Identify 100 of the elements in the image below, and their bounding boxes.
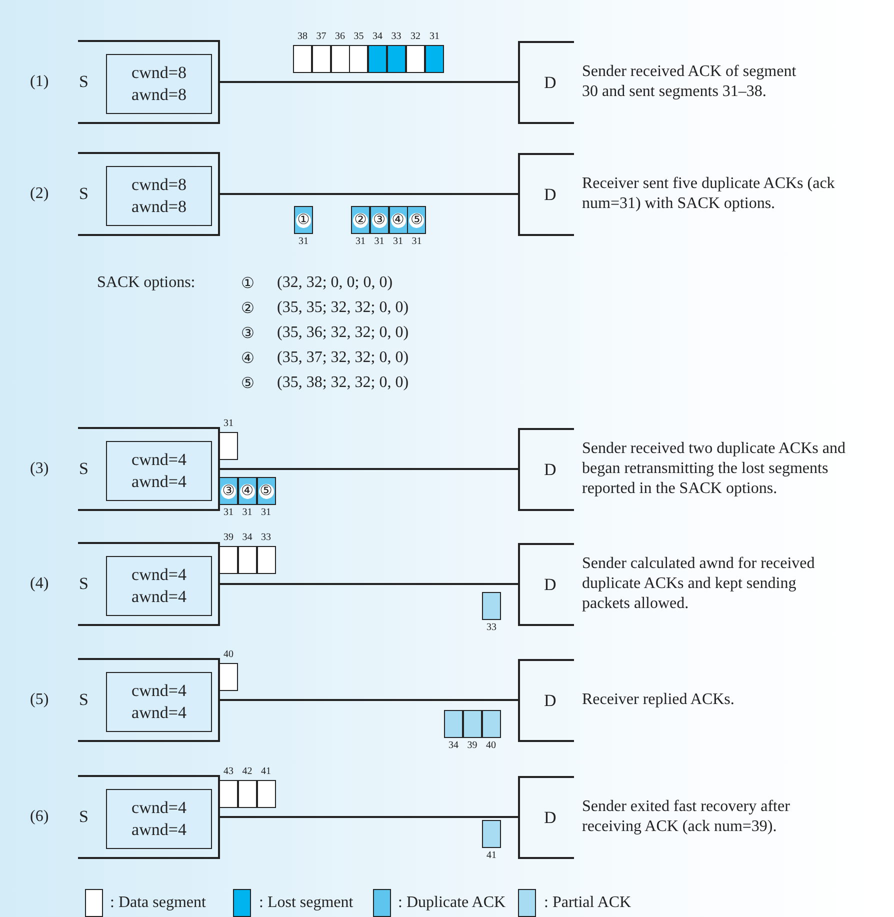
segment-number: 31 xyxy=(392,236,404,247)
segment-number: 31 xyxy=(373,236,386,247)
ack-box: ③ xyxy=(370,206,389,234)
window-value: cwnd=8 xyxy=(132,62,186,84)
option-heading: SACK options: xyxy=(97,273,196,293)
legend-label: : Duplicate ACK xyxy=(398,893,506,913)
step-description: Sender received ACK of segment 30 and sent segments 31–38. xyxy=(582,62,798,102)
sender-bracket xyxy=(78,775,220,859)
option-value: (35, 38; 32, 32; 0, 0) xyxy=(277,373,409,393)
segment-box xyxy=(349,45,368,73)
segment-number: 38 xyxy=(296,31,308,42)
receiver-bracket xyxy=(518,543,574,626)
node-letter: D xyxy=(544,460,556,480)
window-box xyxy=(106,441,212,501)
receiver-bracket xyxy=(518,41,574,124)
step-number: (4) xyxy=(30,574,49,594)
window-box xyxy=(106,556,212,616)
connection-line xyxy=(220,81,518,83)
option-value: (35, 35; 32, 32; 0, 0) xyxy=(277,298,409,318)
window-value: awnd=4 xyxy=(132,819,186,841)
ack-box: ④ xyxy=(238,477,257,505)
option-marker: ① xyxy=(241,273,254,293)
segment-number: 33 xyxy=(390,31,402,42)
node-letter: D xyxy=(544,808,556,828)
ack-box: ⑤ xyxy=(256,477,276,505)
step-number: (2) xyxy=(30,184,49,204)
segment-box xyxy=(425,45,444,73)
window-value: cwnd=8 xyxy=(132,174,186,196)
node-letter: D xyxy=(544,690,556,710)
window-value: cwnd=4 xyxy=(132,564,186,586)
segment-number: 31 xyxy=(428,31,440,42)
connection-line xyxy=(220,699,518,701)
segment-number: 31 xyxy=(298,236,310,247)
option-marker: ② xyxy=(241,298,254,318)
window-value: awnd=4 xyxy=(132,702,186,724)
segment-box xyxy=(386,45,406,73)
segment-number: 34 xyxy=(372,31,384,42)
sender-bracket xyxy=(78,427,220,511)
window-box xyxy=(106,166,212,226)
ack-box: ⑤ xyxy=(407,206,426,234)
window-box xyxy=(106,672,212,732)
segment-number: 33 xyxy=(260,532,272,543)
segment-number: 43 xyxy=(222,766,234,777)
step-description: Sender received two duplicate ACKs and began retransmitting the lost segments reported in the SACK options. xyxy=(582,439,846,499)
segment-box xyxy=(330,45,350,73)
ack-box: ② xyxy=(351,206,370,234)
receiver-bracket xyxy=(518,659,574,742)
node-letter: D xyxy=(544,184,556,204)
window-value: awnd=4 xyxy=(132,471,186,493)
segment-number: 34 xyxy=(241,532,254,543)
ack-box xyxy=(462,710,482,738)
segment-number: 42 xyxy=(241,766,254,777)
option-value: (32, 32; 0, 0; 0, 0) xyxy=(277,273,393,293)
segment-number: 35 xyxy=(352,31,365,42)
step-description: Sender calculated awnd for received duplicate ACKs and kept sending packets allowed. xyxy=(582,554,816,614)
window-value: cwnd=4 xyxy=(132,680,186,702)
receiver-bracket xyxy=(518,428,574,511)
legend-label: : Lost segment xyxy=(259,893,354,913)
segment-number: 31 xyxy=(222,418,234,429)
option-marker: ⑤ xyxy=(241,373,254,393)
segment-box xyxy=(219,780,238,808)
segment-box xyxy=(219,432,238,460)
ack-box xyxy=(482,820,501,848)
legend-label: : Data segment xyxy=(110,893,206,913)
step-description: Receiver sent five duplicate ACKs (ack num=31) with SACK options. xyxy=(582,174,836,214)
segment-box xyxy=(219,663,238,691)
step-description: Receiver replied ACKs. xyxy=(582,690,736,710)
receiver-bracket xyxy=(518,153,574,236)
connection-line xyxy=(220,468,518,470)
window-value: awnd=8 xyxy=(132,84,186,106)
step-description: Sender exited fast recovery after receiving ACK (ack num=39). xyxy=(582,797,791,837)
sender-bracket xyxy=(78,152,220,236)
window-box xyxy=(106,789,212,849)
segment-box xyxy=(312,45,331,73)
sender-bracket xyxy=(78,542,220,626)
step-number: (5) xyxy=(30,690,49,710)
segment-number: 41 xyxy=(486,850,498,861)
segment-number: 31 xyxy=(241,507,254,518)
segment-number: 31 xyxy=(410,236,423,247)
connection-line xyxy=(220,193,518,195)
node-letter: D xyxy=(544,72,556,92)
segment-box xyxy=(238,546,257,574)
segment-box xyxy=(293,45,312,73)
segment-number: 32 xyxy=(410,31,422,42)
ack-box xyxy=(482,710,500,738)
option-value: (35, 36; 32, 32; 0, 0) xyxy=(277,323,409,343)
segment-number: 31 xyxy=(222,507,234,518)
sender-bracket xyxy=(78,658,220,742)
node-letter: S xyxy=(79,807,88,827)
segment-number: 40 xyxy=(222,649,234,660)
step-number: (1) xyxy=(30,72,49,92)
window-value: cwnd=4 xyxy=(132,797,186,819)
node-letter: S xyxy=(79,574,88,594)
segment-number: 33 xyxy=(486,622,498,633)
window-value: cwnd=4 xyxy=(132,449,186,471)
window-value: awnd=8 xyxy=(132,196,186,218)
step-number: (6) xyxy=(30,807,49,827)
option-marker: ③ xyxy=(241,323,254,343)
option-value: (35, 37; 32, 32; 0, 0) xyxy=(277,348,409,368)
ack-box xyxy=(482,592,501,620)
